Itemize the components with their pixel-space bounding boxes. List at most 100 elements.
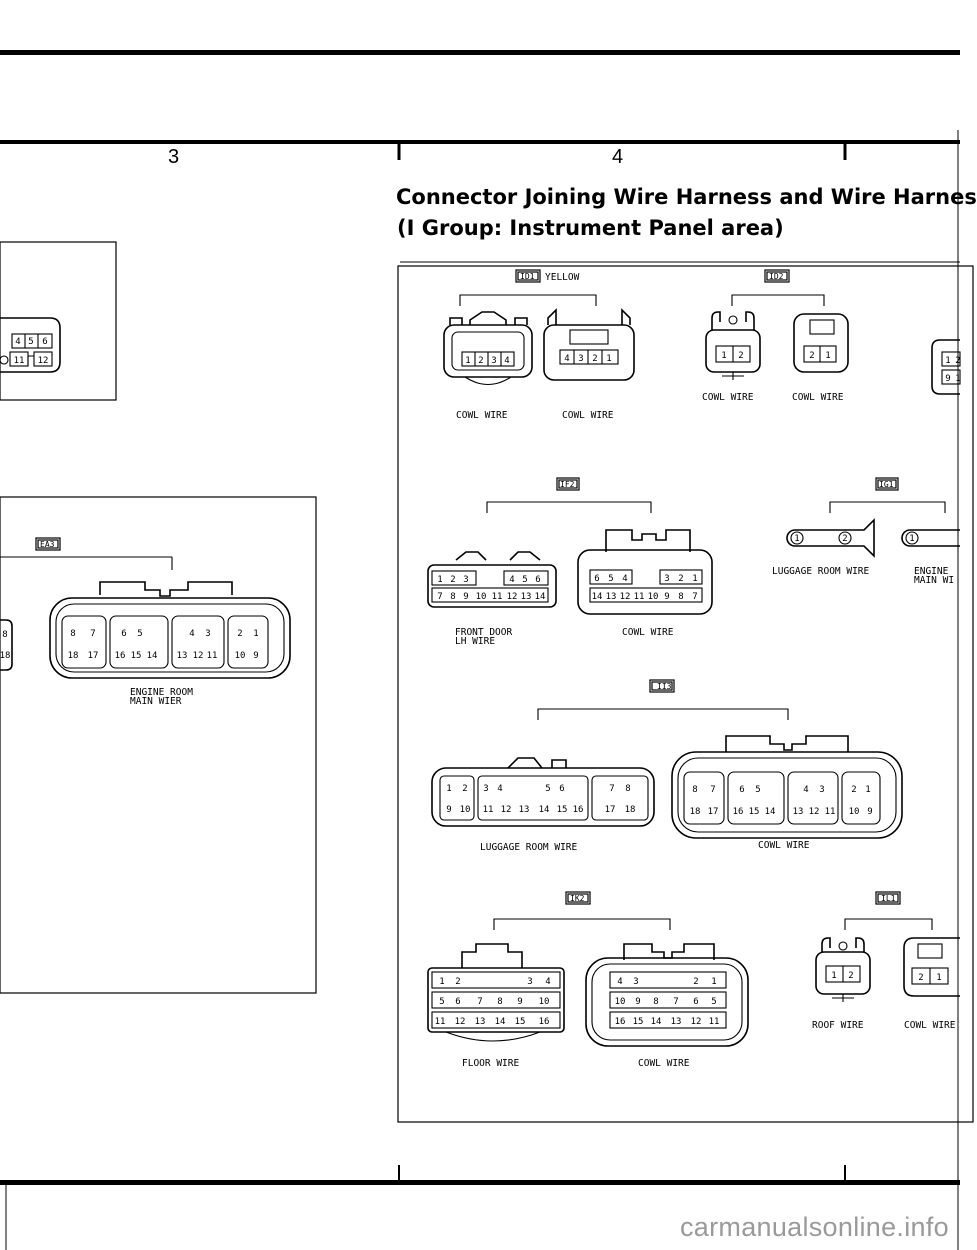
connector-ea3: EA3 8 18 8 7 6 5 4 3 2 1 18 17 16 15 14 [0,537,291,679]
svg-text:9: 9 [446,805,451,815]
svg-text:12: 12 [507,592,518,602]
left-page-number: 3 [168,146,180,168]
if2-left-row2: 7 8 9 10 11 12 13 14 [431,587,549,603]
svg-text:13: 13 [519,805,530,815]
svg-text:1: 1 [794,534,799,544]
svg-text:8: 8 [692,785,697,795]
svg-text:16: 16 [733,807,744,817]
svg-text:11: 11 [207,651,218,661]
svg-text:2: 2 [809,351,814,361]
svg-text:14: 14 [147,651,158,661]
svg-text:17: 17 [708,807,719,817]
svg-text:17: 17 [88,651,99,661]
svg-text:6: 6 [121,629,126,639]
svg-text:7: 7 [90,629,95,639]
svg-text:16: 16 [539,1017,550,1027]
svg-text:6: 6 [594,574,599,584]
svg-text:2: 2 [918,973,923,983]
ea3-pins-row2: 18 17 16 15 14 13 12 11 10 9 [68,651,259,661]
svg-text:3: 3 [664,574,669,584]
svg-text:18: 18 [625,805,636,815]
svg-text:2: 2 [478,356,483,366]
ea3-caption: ENGINE ROOM MAIN WIER [130,687,193,707]
svg-text:9: 9 [664,592,669,602]
svg-text:6: 6 [535,575,540,585]
svg-text:COWL WIRE: COWL WIRE [792,392,844,403]
svg-text:1: 1 [721,351,726,361]
svg-text:9: 9 [463,592,468,602]
svg-text:4: 4 [509,575,514,585]
svg-text:11: 11 [435,1017,446,1027]
svg-text:2: 2 [738,351,743,361]
svg-text:2: 2 [450,575,455,585]
svg-text:12: 12 [691,1017,702,1027]
svg-text:15: 15 [131,651,142,661]
svg-text:1: 1 [936,973,941,983]
svg-text:1: 1 [909,534,914,544]
svg-text:FLOOR WIRE: FLOOR WIRE [462,1058,519,1069]
svg-text:1: 1 [437,575,442,585]
svg-text:13: 13 [793,807,804,817]
svg-text:16: 16 [115,651,126,661]
svg-text:4: 4 [15,337,20,347]
svg-text:IF2: IF2 [560,480,575,489]
svg-text:2: 2 [693,977,698,987]
svg-text:10: 10 [476,592,487,602]
svg-text:6: 6 [42,337,47,347]
svg-text:11: 11 [634,592,645,602]
svg-text:10: 10 [849,807,860,817]
svg-text:COWL WIRE: COWL WIRE [622,627,674,638]
svg-text:3: 3 [578,354,583,364]
svg-text:12: 12 [620,592,631,602]
svg-text:4: 4 [189,629,194,639]
svg-text:COWL WIRE: COWL WIRE [758,840,810,851]
page-subtitle: (I Group: Instrument Panel area) [397,216,784,240]
svg-text:2: 2 [678,574,683,584]
svg-text:2: 2 [955,356,960,366]
svg-text:1: 1 [465,356,470,366]
svg-text:IL1: IL1 [881,894,896,903]
svg-text:LUGGAGE ROOM WIRE: LUGGAGE ROOM WIRE [772,566,870,577]
svg-text:4: 4 [564,354,569,364]
svg-text:9: 9 [517,997,522,1007]
svg-text:12: 12 [455,1017,466,1027]
right-page-number: 4 [612,146,624,168]
svg-text:1: 1 [692,574,697,584]
svg-text:7: 7 [673,997,678,1007]
svg-text:10: 10 [235,651,246,661]
svg-text:ROOF WIRE: ROOF WIRE [812,1020,864,1031]
svg-text:1: 1 [606,354,611,364]
svg-text:2: 2 [237,629,242,639]
svg-text:2: 2 [592,354,597,364]
connector-if2: IF2 1 2 3 4 5 6 7 8 9 10 11 12 13 14 FRO… [427,477,713,647]
svg-text:13: 13 [606,592,617,602]
if2-left-row1: 1 2 3 4 5 6 [431,570,549,586]
svg-text:14: 14 [495,1017,506,1027]
svg-text:3: 3 [483,784,488,794]
svg-text:1: 1 [446,784,451,794]
svg-text:18: 18 [68,651,79,661]
svg-text:15: 15 [633,1017,644,1027]
svg-text:COWL WIRE: COWL WIRE [456,410,508,421]
svg-text:1: 1 [439,977,444,987]
svg-text:COWL WIRE: COWL WIRE [702,392,754,403]
connector-ik2: IK2 1 2 3 4 5 6 7 8 9 10 11 12 13 14 15 … [427,891,749,1069]
svg-text:9: 9 [635,997,640,1007]
svg-text:1: 1 [865,785,870,795]
svg-text:16: 16 [615,1017,626,1027]
svg-text:2: 2 [848,971,853,981]
svg-text:9: 9 [945,374,950,384]
svg-text:10: 10 [539,997,550,1007]
svg-text:12: 12 [38,356,49,366]
connector-il1: IL1 1 2 ROOF WIRE 2 1 COWL WIRE [812,891,960,1031]
svg-text:1: 1 [825,351,830,361]
svg-text:15: 15 [749,807,760,817]
connector-id1: ID1 YELLOW 1 2 3 4 COWL WIRE 4 3 2 1 COW… [443,269,635,421]
svg-text:6: 6 [693,997,698,1007]
svg-text:2: 2 [851,785,856,795]
svg-text:1: 1 [253,629,258,639]
